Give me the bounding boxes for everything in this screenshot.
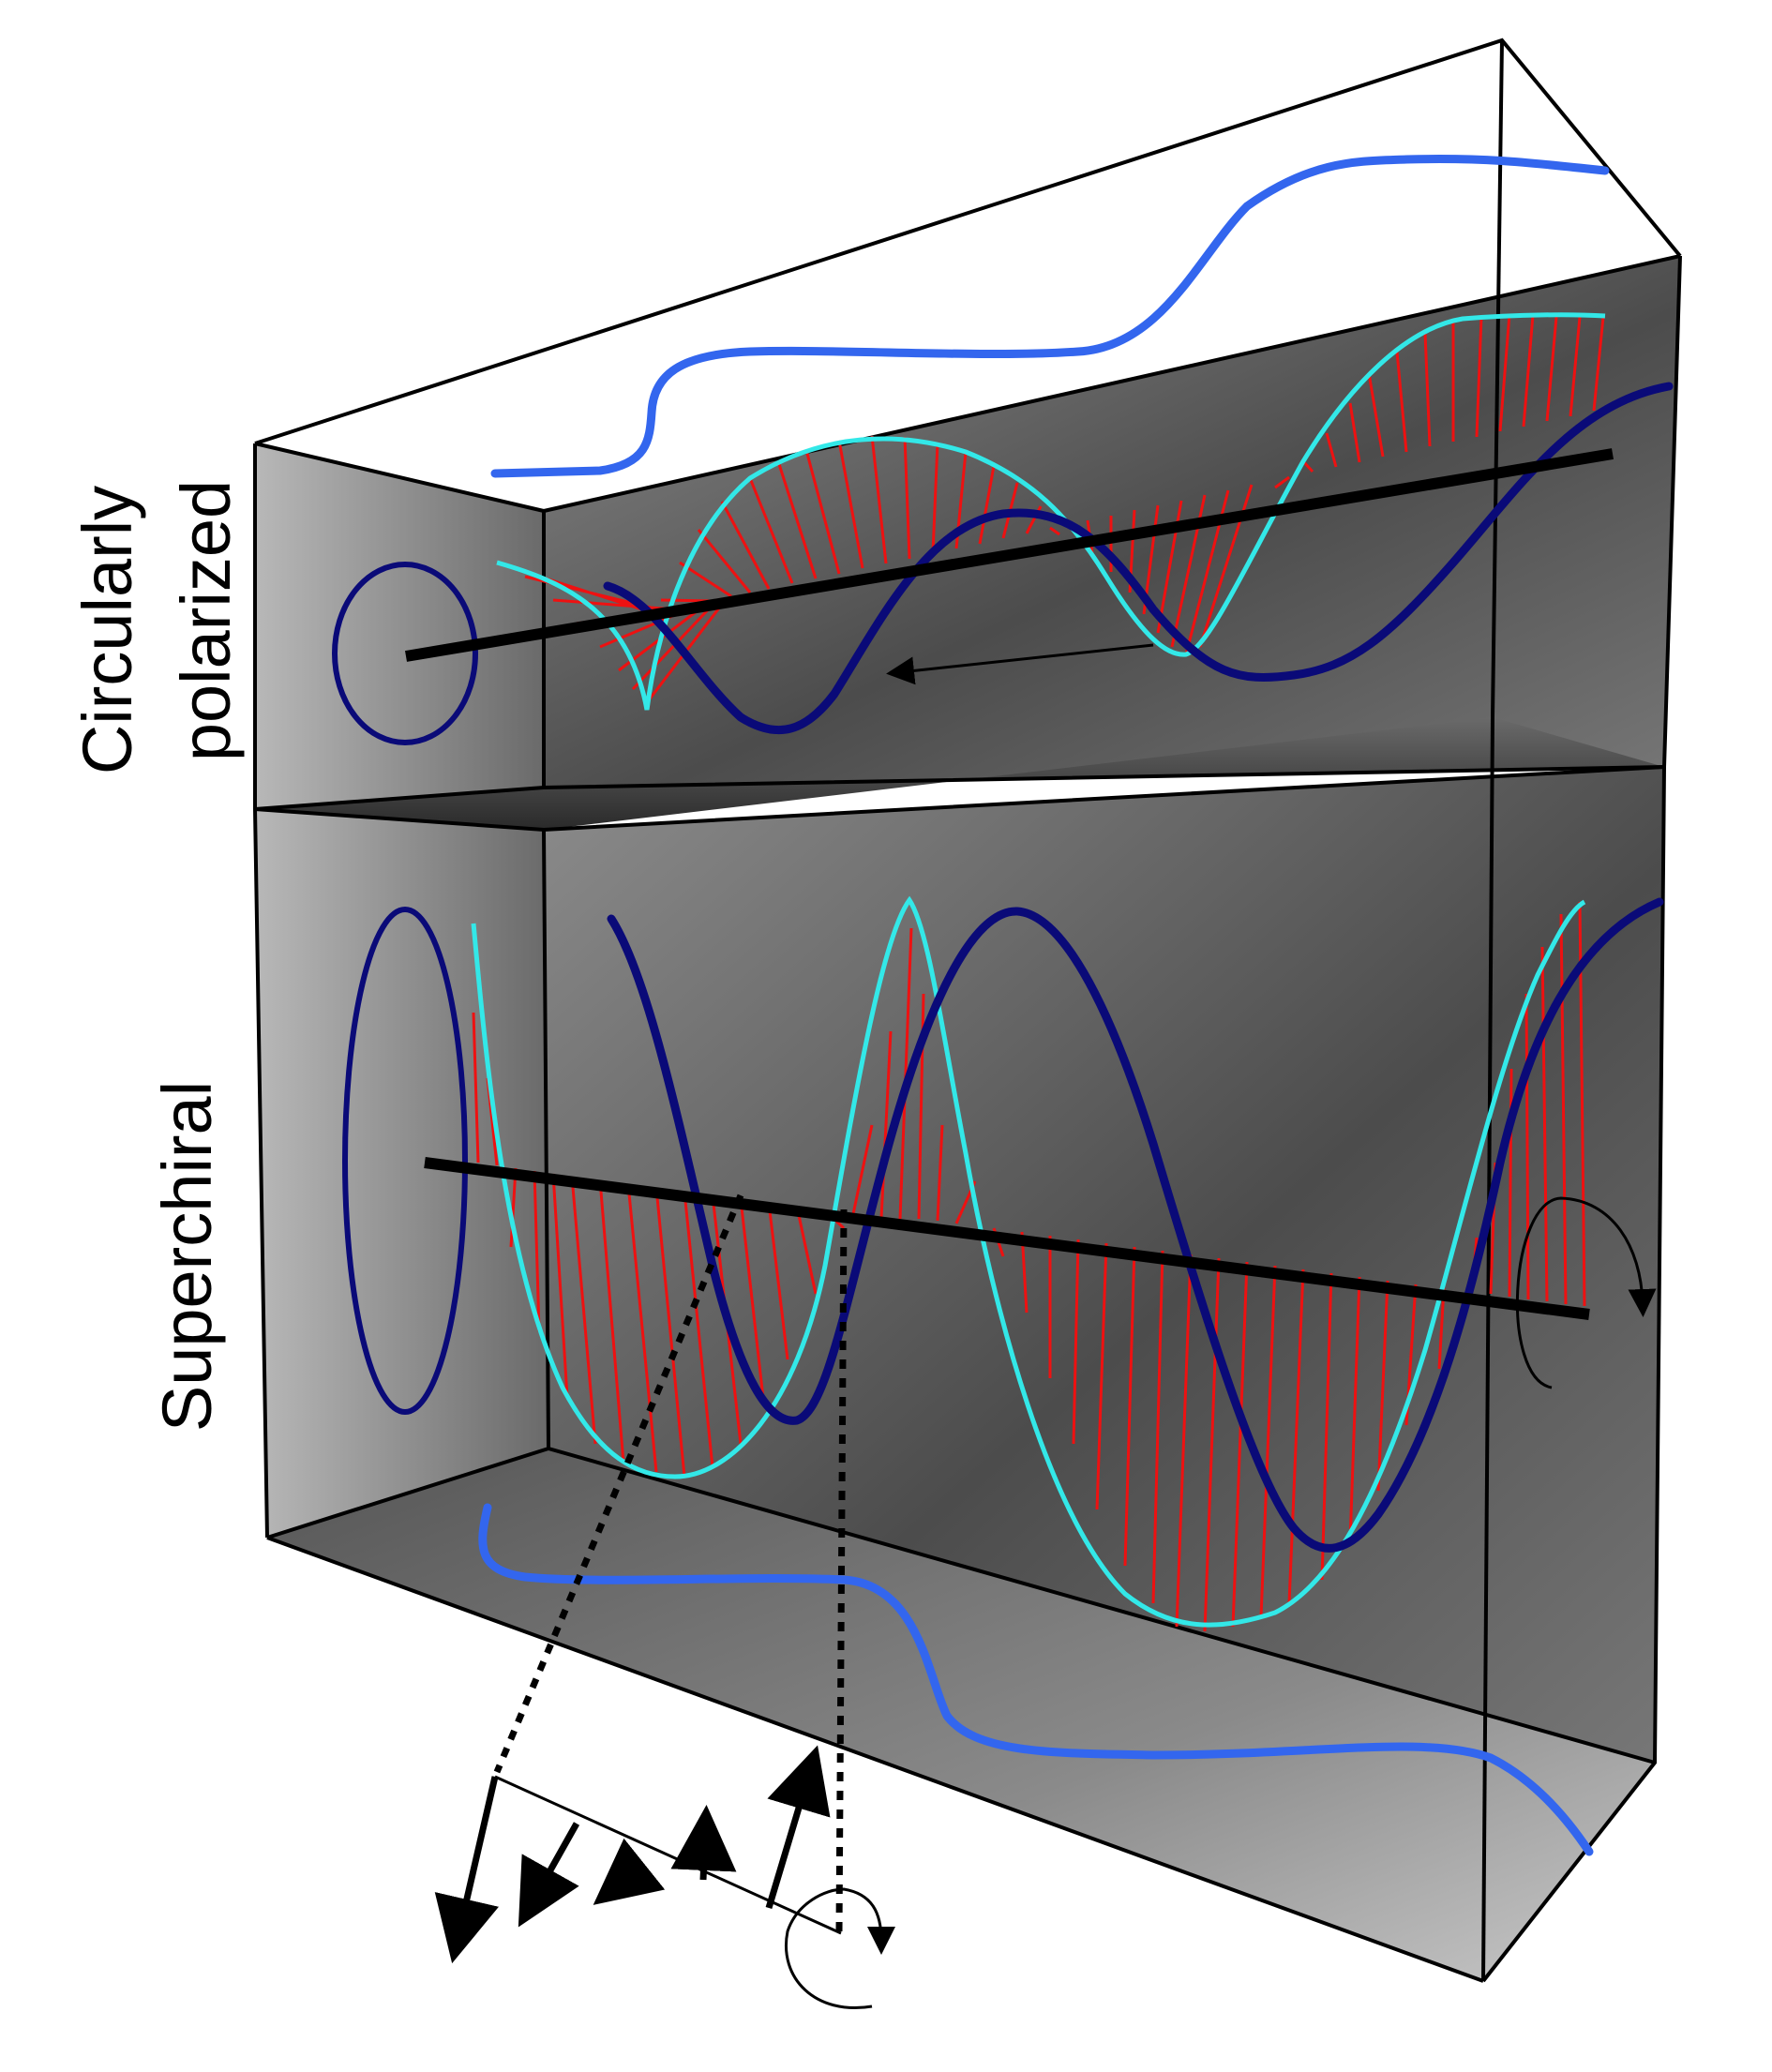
- dark-blue-wave-lower: [607, 897, 1664, 1553]
- box-panels: [255, 256, 1680, 1981]
- lower-left-panel: [255, 809, 548, 1538]
- lower-back-panel: [544, 767, 1664, 1763]
- section-labels: Circularly polarized Superchiral: [68, 480, 245, 1432]
- arrow-icon: [670, 1805, 737, 1881]
- label-superchiral: Superchiral: [148, 1081, 226, 1432]
- propagation-arrow-upper: [886, 643, 1154, 685]
- rotation-arrow-icon: [1515, 1196, 1657, 1389]
- arrow-icon: [434, 1776, 499, 1964]
- propagation-axis-lower: [424, 1157, 1590, 1320]
- label-circularly: Circularly: [68, 486, 146, 774]
- arrow-icon: [593, 1838, 666, 1905]
- top-projection-curve: [490, 155, 1610, 478]
- upper-left-panel: [255, 443, 544, 809]
- label-polarized: polarized: [167, 480, 245, 761]
- polarization-circle: [332, 562, 478, 745]
- superchiral-section: [342, 895, 1664, 1632]
- arrow-icon: [765, 1745, 831, 1910]
- propagation-axis-upper: [405, 448, 1614, 662]
- divider-shelf: [255, 717, 1664, 830]
- inset-axis: [494, 1775, 842, 1935]
- inset-field-vectors: [434, 1745, 831, 1964]
- superchiral-ellipse: [342, 907, 468, 1415]
- box-frame: [253, 38, 1682, 1983]
- circular-polarized-section: [332, 312, 1674, 745]
- rotation-arrow-icon: [785, 1887, 895, 2009]
- projection-line-right: [835, 1209, 848, 1932]
- cyan-e-field-wave-lower: [471, 895, 1586, 1628]
- arrow-icon: [518, 1822, 580, 1928]
- vector-inset: [434, 1194, 895, 2009]
